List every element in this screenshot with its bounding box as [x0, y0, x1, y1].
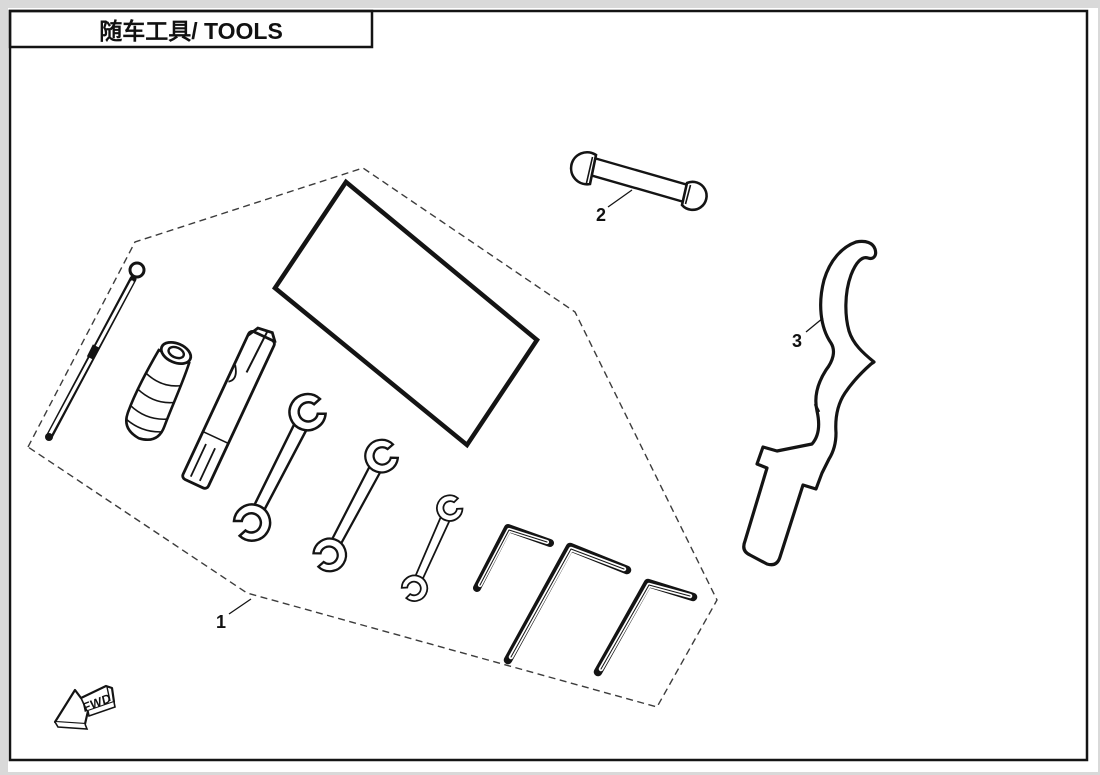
- parts-diagram-page: 随车工具/ TOOLS: [8, 8, 1098, 772]
- callout-part-2: 2: [596, 189, 633, 225]
- leader-line-2: [607, 189, 633, 208]
- hex-key-large: [593, 578, 698, 677]
- leader-line-1: [228, 598, 252, 615]
- spark-plug-socket: [181, 326, 277, 490]
- part-label-3: 3: [792, 331, 802, 351]
- part-label-1: 1: [216, 612, 226, 632]
- hex-key-small: [473, 524, 554, 592]
- page-title: 随车工具/ TOOLS: [99, 18, 283, 44]
- fwd-arrow: FWD: [53, 684, 116, 730]
- tool-pouch: [271, 178, 540, 449]
- title-box: [8, 9, 374, 49]
- leader-line-3: [805, 317, 824, 333]
- tool-bag-dashed-outline: [27, 167, 718, 708]
- socket-hex-top: [246, 326, 277, 344]
- rod-eye: [128, 261, 146, 279]
- handle-bar: [569, 150, 708, 212]
- hex-key-medium: [503, 542, 632, 665]
- wrench-medium: [297, 424, 414, 587]
- callout-part-1: 1: [216, 598, 252, 632]
- rod-screwdriver: [45, 261, 146, 441]
- handle-bar-left-cap: [569, 150, 598, 186]
- handle-bar-right-cap: [680, 180, 708, 212]
- callout-part-3: 3: [792, 317, 824, 351]
- drawing-border: [8, 9, 1089, 762]
- part-label-2: 2: [596, 205, 606, 225]
- rod-tip: [45, 433, 53, 441]
- title-block: 随车工具/ TOOLS: [8, 9, 374, 49]
- grip-handle: [124, 340, 193, 442]
- hook-spanner: [742, 239, 878, 567]
- wrench-small: [389, 484, 475, 613]
